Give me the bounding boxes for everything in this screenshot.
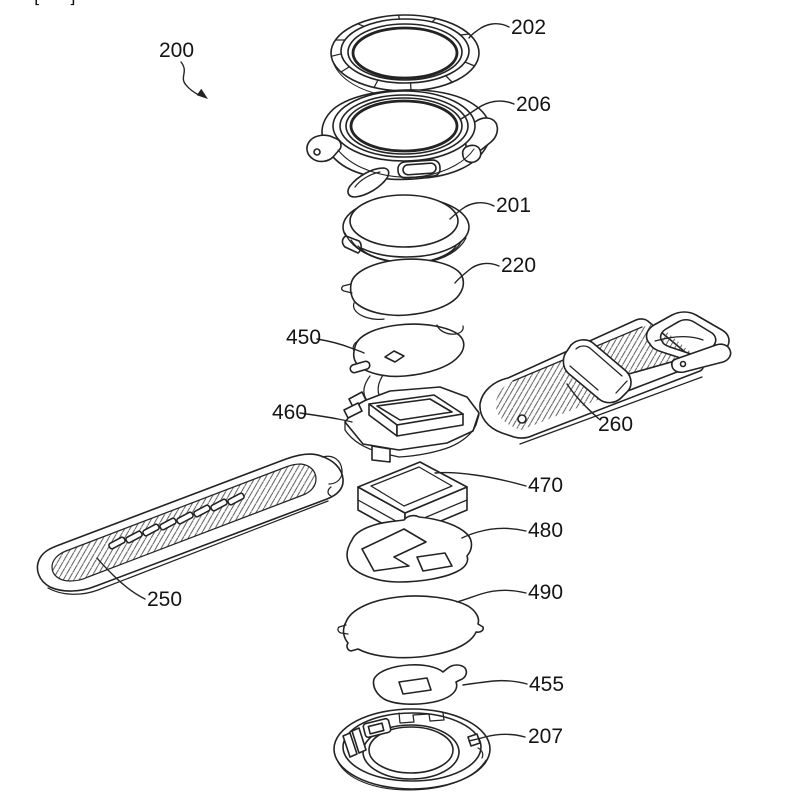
flex-connector xyxy=(363,375,371,400)
part-display-panel xyxy=(341,258,465,321)
label-battery: 470 xyxy=(528,474,563,497)
strap-adjustment-slots xyxy=(108,492,245,550)
plate-cutout xyxy=(361,528,427,572)
flex-slot xyxy=(349,360,371,374)
label-mid-plate: 480 xyxy=(528,519,563,542)
cover-rib xyxy=(342,732,358,758)
leader-490 xyxy=(456,589,527,603)
label-right-strap: 260 xyxy=(598,413,633,436)
label-watch-case: 206 xyxy=(516,93,551,116)
part-mid-plate xyxy=(346,514,473,583)
label-display-panel: 220 xyxy=(501,254,536,277)
part-upper-flex-member xyxy=(349,323,465,402)
leader-202 xyxy=(468,23,510,39)
label-upper-flex: 450 xyxy=(286,326,321,349)
leader-480 xyxy=(461,527,527,539)
strap-pin-hole xyxy=(517,414,527,424)
arrowhead-200 xyxy=(196,88,208,99)
cover-top-notches xyxy=(398,712,445,724)
bracket-fin xyxy=(348,391,367,408)
leader-260 xyxy=(566,383,600,420)
clasp-pivot-hole xyxy=(679,360,687,368)
plate-cutout xyxy=(416,552,453,572)
part-display-window xyxy=(341,194,470,265)
leader-201 xyxy=(449,202,495,220)
leader-470 xyxy=(434,471,527,487)
part-left-strap xyxy=(36,453,344,595)
buckle-clasp-arm xyxy=(670,343,732,374)
leader-200 xyxy=(180,61,200,96)
bracket-fin xyxy=(343,402,363,419)
leader-450 xyxy=(316,338,365,354)
part-support-bracket xyxy=(343,386,480,463)
bezel-segment-ticks xyxy=(330,14,476,92)
clipped-margin-text-right: ] xyxy=(69,0,76,8)
label-display-window: 201 xyxy=(496,194,531,217)
leader-lines xyxy=(96,23,600,742)
leader-455 xyxy=(462,679,528,686)
buckle-prong xyxy=(654,336,704,342)
leader-220 xyxy=(454,262,500,284)
panel-notch xyxy=(341,283,353,294)
strap-keeper-loop xyxy=(562,339,632,404)
reference-numerals: 200 202 206 201 220 450 460 260 470 480 … xyxy=(147,16,633,748)
flex-notch xyxy=(436,324,464,335)
strap-tip-curl xyxy=(321,455,343,485)
label-sealing-sheet: 490 xyxy=(528,581,563,604)
part-back-cover xyxy=(333,708,491,791)
label-bezel-ring: 202 xyxy=(511,16,546,39)
flex-diamond-hole xyxy=(384,350,405,363)
leader-250 xyxy=(96,557,146,600)
part-right-strap xyxy=(479,311,732,445)
window-side-tab xyxy=(341,235,362,254)
strap-buckle xyxy=(645,311,732,374)
bracket-tab xyxy=(371,445,391,463)
part-lower-flex-member xyxy=(372,664,468,705)
leader-206 xyxy=(460,100,515,120)
label-back-cover: 207 xyxy=(528,725,563,748)
bottom-left-lug xyxy=(347,167,390,198)
label-bracket: 460 xyxy=(272,401,307,424)
lug-hole xyxy=(313,148,321,156)
side-button xyxy=(461,144,482,164)
flex-rect-hole xyxy=(398,677,432,695)
leader-460 xyxy=(299,412,353,423)
label-assembly: 200 xyxy=(159,39,194,62)
part-watch-case xyxy=(306,89,499,198)
label-left-strap: 250 xyxy=(147,588,182,611)
leader-207 xyxy=(468,733,526,742)
sheet-notch xyxy=(337,624,349,635)
cover-rib xyxy=(351,727,367,754)
clipped-margin-text-left: [ xyxy=(34,0,41,8)
part-sealing-sheet xyxy=(337,595,484,659)
part-bezel-ring xyxy=(330,14,480,94)
cover-connector xyxy=(362,717,392,739)
label-lower-flex: 455 xyxy=(529,673,564,696)
